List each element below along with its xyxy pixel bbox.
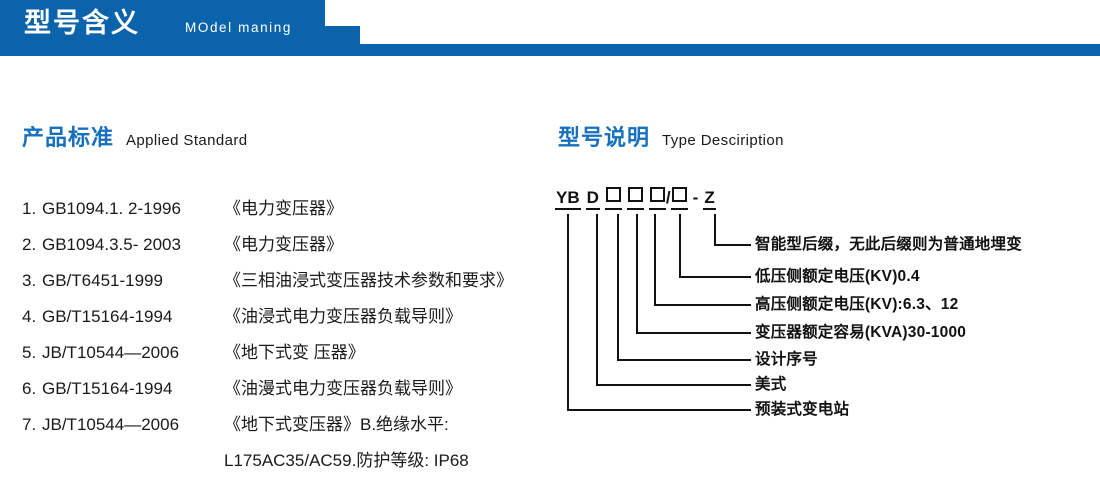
list-item: 3. GB/T6451-1999 《三相油浸式变压器技术参数和要求》 xyxy=(22,266,552,302)
item-number: 1. xyxy=(22,199,37,218)
item-number: 3. xyxy=(22,271,37,290)
code-label-5: 设计序号 xyxy=(755,351,818,368)
header-title-cn: 型号含义 xyxy=(24,8,140,38)
type-section-heading: 型号说明 Type Desciription xyxy=(558,120,784,152)
item-name: 《地下式变 压器》 xyxy=(224,343,365,362)
leader-line-4 xyxy=(636,214,751,334)
item-name: 《油漫式电力变压器负载导则》 xyxy=(224,379,462,398)
item-number: 6. xyxy=(22,379,37,398)
list-item-continuation: L175AC35/AC59.防护等级: IP68 xyxy=(224,451,469,470)
leader-line-7 xyxy=(567,214,751,411)
item-code: GB1094.1. 2-1996 xyxy=(42,199,181,218)
placeholder-box-icon xyxy=(605,187,621,202)
header-title-en: MOdel maning xyxy=(185,20,292,35)
leader-line-6 xyxy=(596,214,751,386)
leader-lines xyxy=(567,214,751,411)
leader-line-1 xyxy=(714,214,751,246)
header-accent-bar xyxy=(0,44,1100,56)
leader-line-5 xyxy=(617,214,751,361)
placeholder-box-icon xyxy=(627,187,643,202)
code-part-yb: YB xyxy=(555,188,581,210)
code-box-capacity xyxy=(604,187,622,210)
standards-list: 1. GB1094.1. 2-1996 《电力变压器》 2. GB1094.3.… xyxy=(22,194,552,482)
item-code: GB/T6451-1999 xyxy=(42,271,163,290)
code-label-2: 低压侧额定电压(KV)0.4 xyxy=(755,268,920,285)
item-name: 《三相油浸式变压器技术参数和要求》 xyxy=(224,271,513,290)
standard-heading-cn: 产品标准 xyxy=(22,125,115,150)
code-label-1: 智能型后缀，无此后缀则为普通地埋变 xyxy=(755,236,1022,253)
page-header: 型号含义 MOdel maning xyxy=(0,0,1100,56)
item-name: 《电力变压器》 xyxy=(224,199,343,218)
item-name: 《地下式变压器》B.绝缘水平: xyxy=(224,415,449,434)
item-number: 4. xyxy=(22,307,37,326)
leader-line-3 xyxy=(654,214,751,306)
item-number: 2. xyxy=(22,235,37,254)
list-item: 6. GB/T15164-1994 《油漫式电力变压器负载导则》 xyxy=(22,374,552,410)
list-item: 7. JB/T10544—2006 《地下式变压器》B.绝缘水平: xyxy=(22,410,552,446)
list-item: 1. GB1094.1. 2-1996 《电力变压器》 xyxy=(22,194,552,230)
code-separator: / xyxy=(665,188,671,207)
code-box-design xyxy=(626,187,644,210)
item-code: JB/T10544—2006 xyxy=(42,343,180,362)
code-part-z: Z xyxy=(703,188,716,210)
item-number: 7. xyxy=(22,415,37,434)
standard-section-heading: 产品标准 Applied Standard xyxy=(22,120,248,152)
code-label-6: 美式 xyxy=(755,376,787,393)
code-part-d: D xyxy=(585,188,600,210)
leader-line-2 xyxy=(679,214,751,278)
placeholder-box-icon xyxy=(649,187,665,202)
item-code: GB1094.3.5- 2003 xyxy=(42,235,181,254)
code-dash: - xyxy=(692,188,699,207)
code-label-7: 预装式变电站 xyxy=(755,401,850,418)
placeholder-box-icon xyxy=(671,187,687,202)
item-number: 5. xyxy=(22,343,37,362)
list-item: 5. JB/T10544—2006 《地下式变 压器》 xyxy=(22,338,552,374)
item-code: JB/T10544—2006 xyxy=(42,415,180,434)
code-label-3: 高压侧额定电压(KV):6.3、12 xyxy=(755,296,959,313)
item-code: GB/T15164-1994 xyxy=(42,379,173,398)
list-item: 4. GB/T15164-1994 《油浸式电力变压器负载导则》 xyxy=(22,302,552,338)
type-heading-cn: 型号说明 xyxy=(558,125,651,150)
item-name: 《油浸式电力变压器负载导则》 xyxy=(224,307,462,326)
item-name: 《电力变压器》 xyxy=(224,235,343,254)
list-item: 2. GB1094.3.5- 2003 《电力变压器》 xyxy=(22,230,552,266)
code-label-4: 变压器额定容易(KVA)30-1000 xyxy=(755,324,967,341)
type-heading-en: Type Desciription xyxy=(662,132,784,149)
item-code: GB/T15164-1994 xyxy=(42,307,173,326)
code-box-hv xyxy=(648,187,666,210)
standard-heading-en: Applied Standard xyxy=(126,132,248,149)
code-box-lv xyxy=(670,187,688,210)
